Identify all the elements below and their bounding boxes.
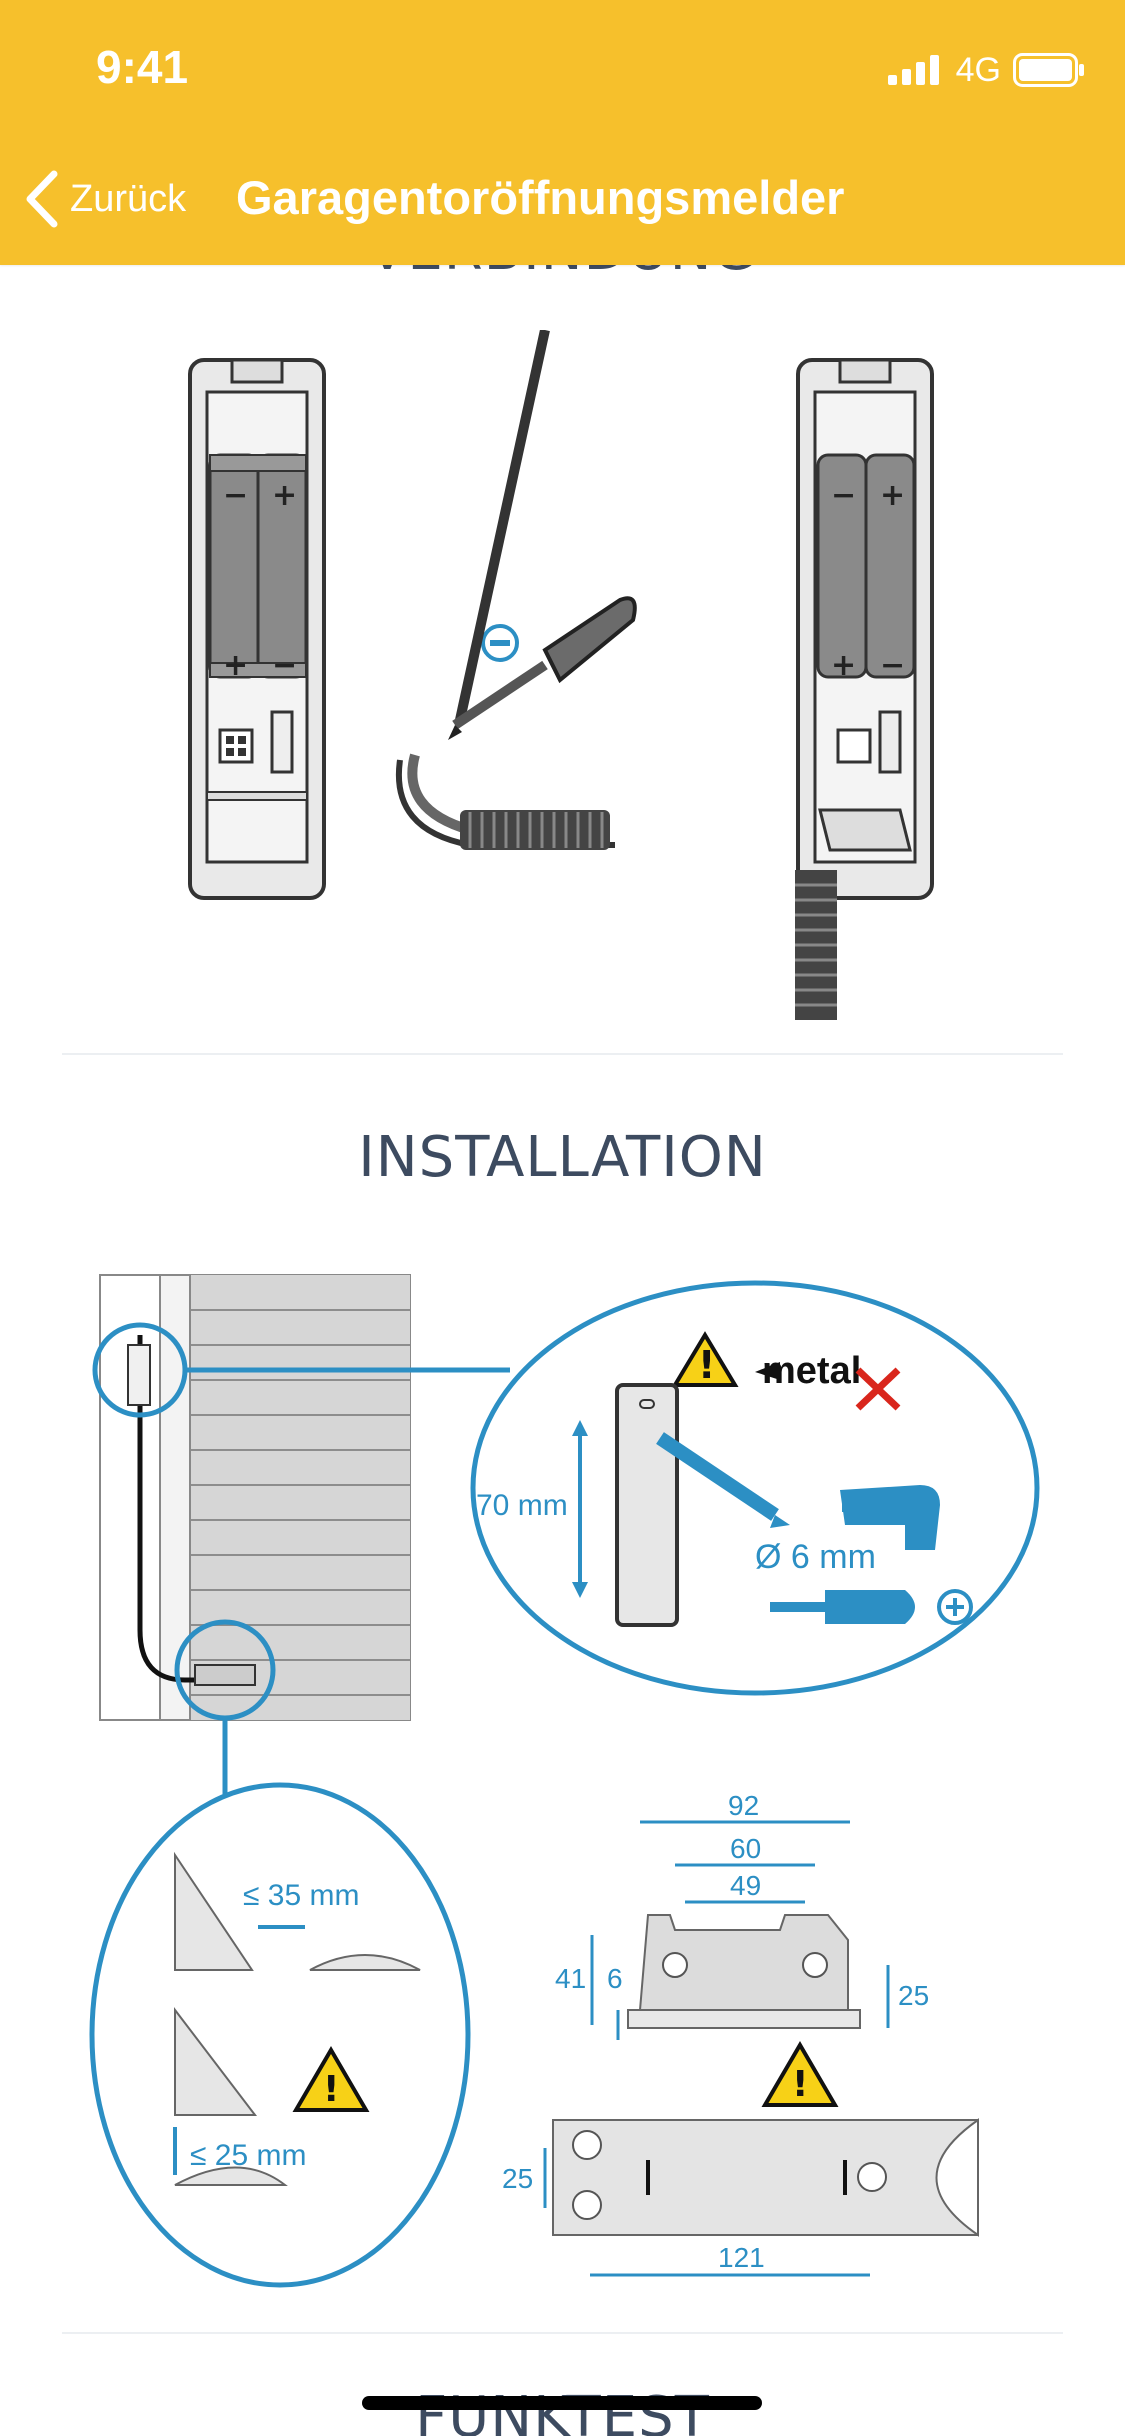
battery-icon xyxy=(1013,53,1084,87)
svg-text:92: 92 xyxy=(728,1790,759,1821)
network-type: 4G xyxy=(955,50,1001,89)
navigation-header: 9:41 4G Zurück Garagentoröffnungsmelder xyxy=(0,0,1125,265)
cable-icon xyxy=(395,753,615,850)
svg-text:+: + xyxy=(223,648,248,683)
chevron-left-icon xyxy=(26,170,58,228)
sensor-device-left: − + + − xyxy=(188,358,326,900)
svg-text:−: − xyxy=(880,648,905,683)
svg-text:25: 25 xyxy=(898,1980,929,2011)
mounting-detail: ! metal 70 mm Ø 6 mm xyxy=(470,1280,1040,1696)
status-indicators: 4G xyxy=(887,50,1085,90)
svg-text:!: ! xyxy=(698,1343,715,1387)
home-indicator[interactable] xyxy=(362,2396,762,2410)
signal-icon xyxy=(887,55,939,85)
drill-size-label: Ø 6 mm xyxy=(755,1538,876,1576)
screwdriver-icon xyxy=(448,330,637,740)
svg-text:+: + xyxy=(880,478,905,513)
gap-below-label: ≤ 25 mm xyxy=(190,2139,306,2172)
back-button[interactable]: Zurück xyxy=(24,170,186,228)
svg-text:−: − xyxy=(831,478,856,513)
svg-text:!: ! xyxy=(323,2069,339,2110)
svg-text:!: ! xyxy=(792,2064,808,2105)
gap-side-label: ≤ 35 mm xyxy=(243,1879,359,1912)
svg-text:25: 25 xyxy=(502,2163,533,2194)
section-heading-radio-test: FUNKTEST xyxy=(415,2385,710,2436)
battery-plus-label: + xyxy=(272,478,297,513)
installation-figure: ! metal 70 mm Ø 6 mm xyxy=(89,1274,1040,2288)
nav-bar: Zurück Garagentoröffnungsmelder xyxy=(0,160,1125,240)
svg-text:41: 41 xyxy=(555,1963,586,1994)
garage-door xyxy=(92,1274,510,1810)
dimensions-detail: 92 60 49 41 6 25 ! 25 xyxy=(502,1790,979,2277)
sensor-device-right: − + + − xyxy=(795,358,934,1020)
divider xyxy=(62,2332,1063,2334)
battery-connection-figure: − + + − xyxy=(188,330,934,1020)
back-label: Zurück xyxy=(70,177,187,220)
gap-detail: ≤ 35 mm ≤ 25 mm ! xyxy=(89,1782,471,2288)
divider xyxy=(62,1053,1063,1055)
svg-text:+: + xyxy=(831,648,856,683)
svg-text:121: 121 xyxy=(718,2242,765,2273)
hole-distance-label: 70 mm xyxy=(476,1489,568,1522)
svg-text:6: 6 xyxy=(607,1963,623,1994)
battery-minus-label: − xyxy=(223,478,248,513)
svg-text:60: 60 xyxy=(730,1833,761,1864)
svg-text:49: 49 xyxy=(730,1870,761,1901)
svg-text:−: − xyxy=(272,648,297,683)
page-title: Garagentoröffnungsmelder xyxy=(236,171,845,224)
section-heading-installation: INSTALLATION xyxy=(358,1125,767,1190)
status-time: 9:41 xyxy=(96,41,189,93)
